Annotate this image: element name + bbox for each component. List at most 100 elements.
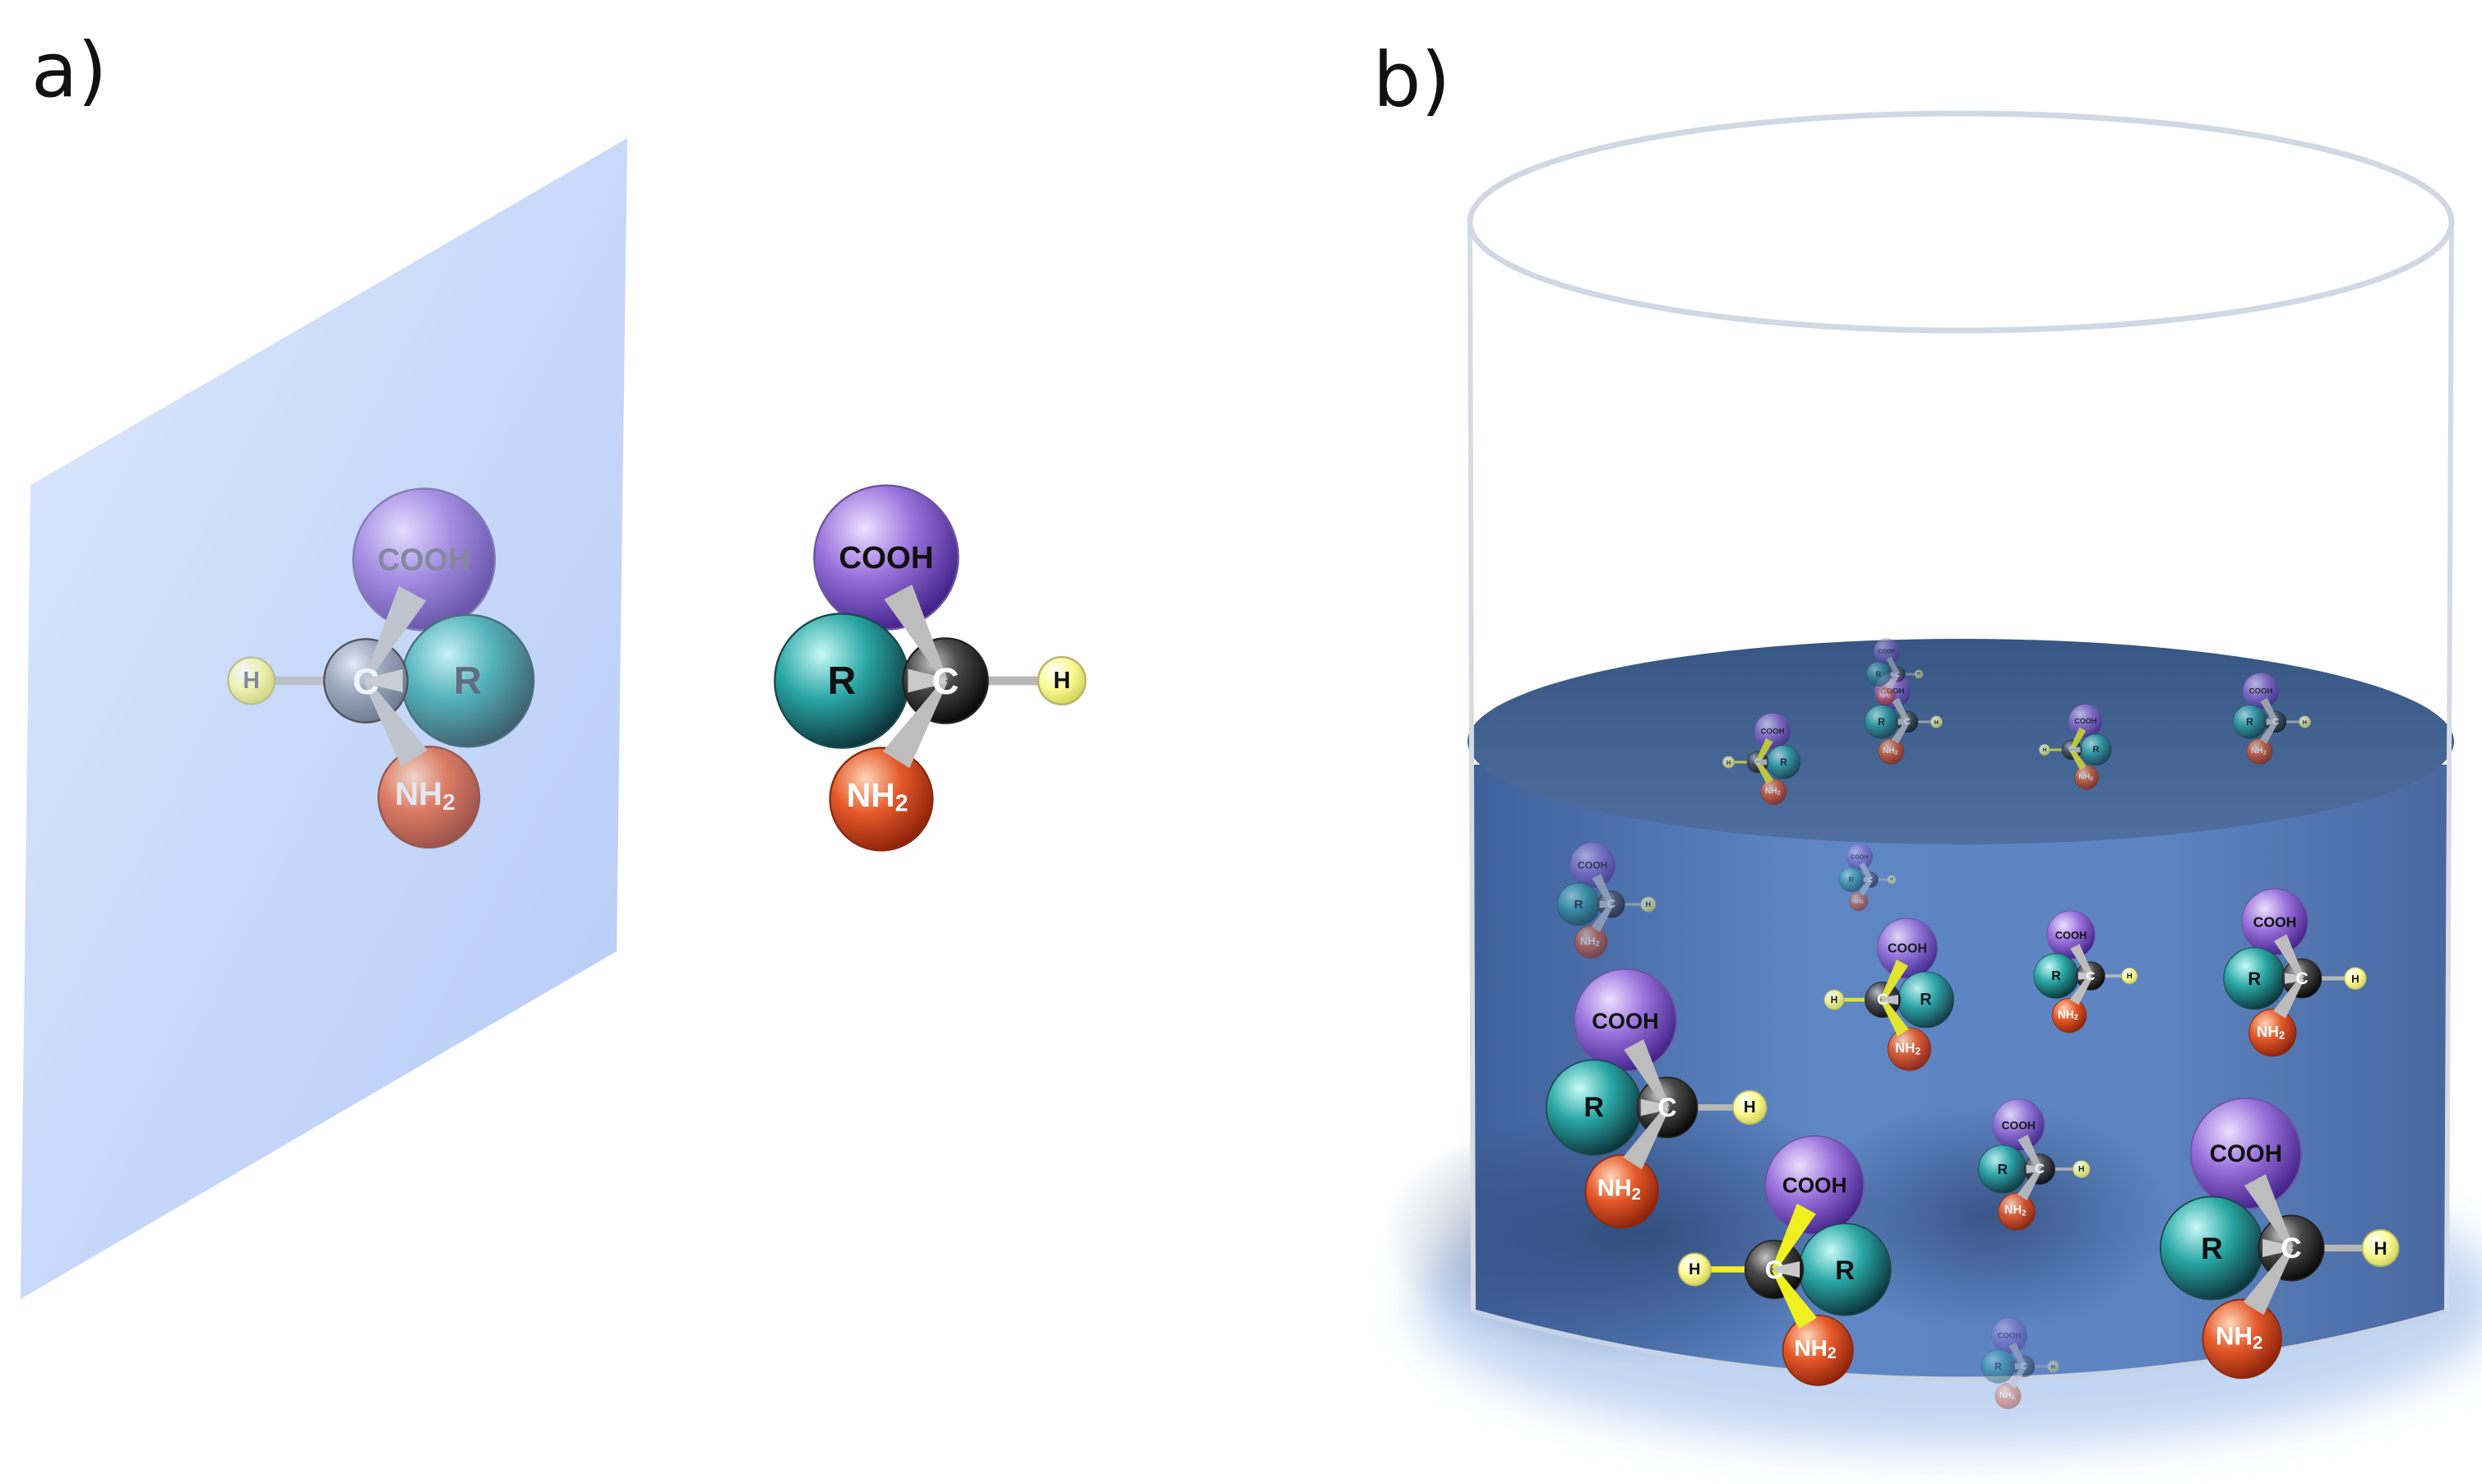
cooh-label: COOH bbox=[1578, 860, 1607, 871]
bond-wedge bbox=[1599, 900, 1611, 908]
h-atom bbox=[1732, 1089, 1768, 1126]
r-label: R bbox=[1583, 1092, 1604, 1123]
r-label: R bbox=[1994, 1361, 2002, 1372]
bond-wedge bbox=[884, 584, 948, 682]
nh2-atom bbox=[2249, 1008, 2297, 1057]
cooh-label: COOH bbox=[1851, 854, 1868, 860]
r-label: R bbox=[2051, 969, 2061, 983]
bond-wedge bbox=[1755, 737, 1773, 764]
bond-wedge bbox=[1772, 1204, 1816, 1271]
bond-wedge bbox=[1591, 903, 1614, 932]
bond-wedge bbox=[2072, 747, 2081, 753]
bond-wedge bbox=[2014, 1363, 2024, 1370]
bond-wedge bbox=[2285, 973, 2302, 984]
r-label: R bbox=[1835, 1255, 1855, 1285]
nh2-atom bbox=[1782, 1314, 1854, 1386]
carbon-label: C bbox=[2272, 717, 2279, 727]
h-atom bbox=[2344, 967, 2367, 990]
carbon-label: C bbox=[1877, 992, 1888, 1009]
bond-wedge bbox=[1883, 995, 1898, 1005]
bond-wedge bbox=[2266, 719, 2276, 725]
bond-wedge bbox=[2070, 943, 2093, 978]
carbon-label: C bbox=[1765, 1255, 1784, 1284]
h-label: H bbox=[1890, 877, 1893, 882]
cooh-label: COOH bbox=[1888, 941, 1927, 955]
bond-wedge bbox=[1774, 1261, 1800, 1278]
h-label: H bbox=[1917, 672, 1920, 677]
h-label: H bbox=[1744, 1098, 1756, 1116]
h-atom bbox=[227, 656, 276, 705]
carbon-label: C bbox=[2087, 969, 2096, 983]
r-label: R bbox=[1878, 716, 1885, 728]
bond-wedge bbox=[1890, 672, 1897, 677]
h-atom bbox=[1722, 756, 1736, 769]
nh2-label: NH2 bbox=[2216, 1321, 2262, 1352]
nh2-atom bbox=[1876, 686, 1896, 706]
nh2-atom bbox=[1574, 925, 1608, 959]
panel-a-label: a) bbox=[31, 26, 108, 114]
bond-wedge bbox=[2008, 1365, 2027, 1389]
bond-wedge bbox=[1880, 998, 1909, 1037]
h-atom bbox=[2072, 1160, 2091, 1178]
nh2-label: NH2 bbox=[1895, 1040, 1921, 1057]
carbon-label: C bbox=[353, 660, 379, 702]
bond-wedge bbox=[2026, 1164, 2040, 1174]
h-label: H bbox=[1726, 759, 1731, 766]
h-atom bbox=[1677, 1252, 1712, 1287]
nh2-atom bbox=[1994, 1383, 2022, 1409]
h-label: H bbox=[2051, 1363, 2055, 1371]
h-label: H bbox=[243, 668, 260, 694]
r-label: R bbox=[2248, 969, 2261, 989]
carbon-label: C bbox=[1657, 1093, 1676, 1122]
h-atom bbox=[1914, 669, 1924, 679]
r-label: R bbox=[1849, 876, 1855, 884]
nh2-label: NH2 bbox=[1765, 786, 1781, 796]
cooh-label: COOH bbox=[377, 543, 470, 577]
bond-wedge bbox=[1772, 1268, 1818, 1329]
h-label: H bbox=[2303, 719, 2307, 726]
r-label: R bbox=[454, 659, 482, 703]
beaker-rim bbox=[1467, 110, 2455, 334]
r-label: R bbox=[2246, 716, 2253, 728]
bond-wedge bbox=[1592, 873, 1614, 906]
bond-wedge bbox=[1897, 719, 1907, 725]
cooh-label: COOH bbox=[1998, 1331, 2022, 1340]
bond-wedge bbox=[1863, 877, 1870, 882]
nh2-label: NH2 bbox=[2058, 1008, 2078, 1021]
bond-wedge bbox=[1755, 760, 1774, 784]
r-label: R bbox=[1920, 991, 1932, 1009]
h-atom bbox=[2038, 744, 2050, 756]
carbon-label: C bbox=[932, 660, 959, 702]
r-label: R bbox=[2201, 1232, 2223, 1265]
nh2-label: NH2 bbox=[1580, 935, 1600, 948]
r-label: R bbox=[1574, 898, 1583, 912]
r-label: R bbox=[1998, 1161, 2008, 1177]
h-label: H bbox=[1053, 668, 1070, 694]
carbon-label: C bbox=[1895, 670, 1900, 678]
cooh-label: COOH bbox=[1761, 727, 1785, 736]
liquid-shadow bbox=[1809, 1102, 2170, 1332]
h-label: H bbox=[2374, 1238, 2387, 1259]
h-label: H bbox=[1646, 900, 1652, 908]
carbon-label: C bbox=[2295, 969, 2308, 988]
carbon-atom bbox=[2013, 1355, 2036, 1378]
bond-wedge bbox=[1622, 1106, 1670, 1170]
bond-wedge bbox=[2262, 1238, 2291, 1258]
h-atom bbox=[2361, 1229, 2400, 1268]
carbon-label: C bbox=[1904, 717, 1911, 727]
cooh-label: COOH bbox=[2055, 929, 2087, 941]
r-label: R bbox=[1780, 756, 1787, 768]
nh2-atom bbox=[1584, 1153, 1659, 1229]
h-label: H bbox=[2351, 973, 2360, 985]
cooh-label: COOH bbox=[2002, 1119, 2036, 1131]
